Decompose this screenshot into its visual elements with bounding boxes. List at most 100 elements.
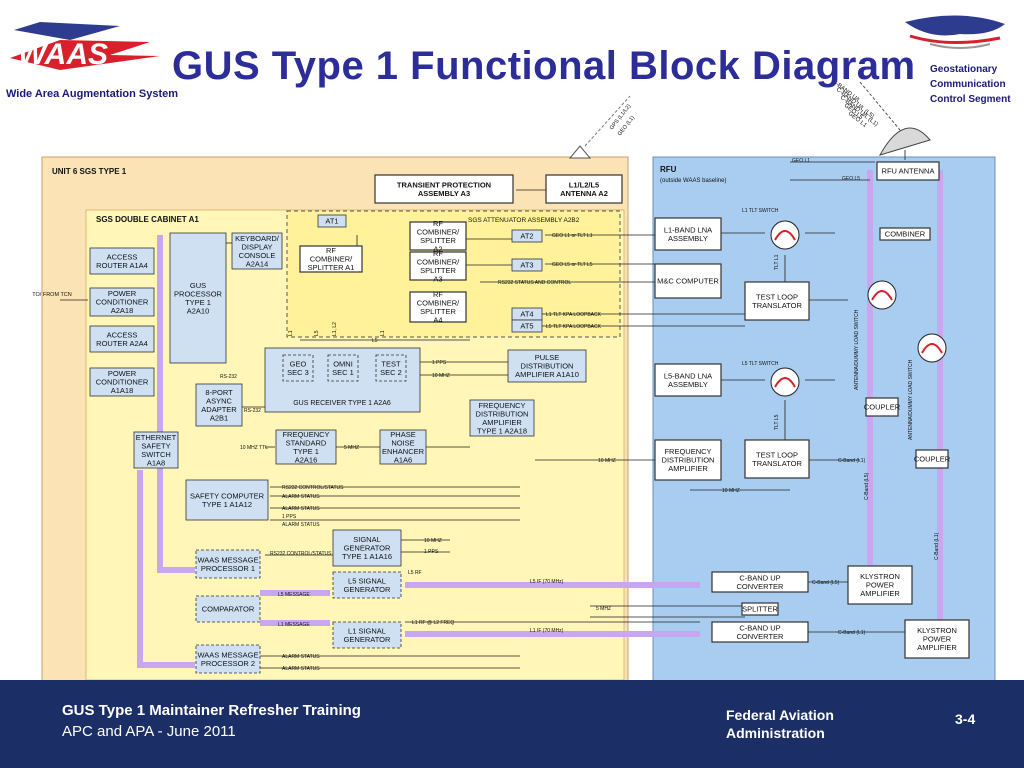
signal-label: 10 MHZ TTL: [240, 445, 268, 451]
block-label: SPLITTER A1: [308, 263, 355, 272]
block-at4: AT4: [511, 307, 543, 321]
block-label: A2A18: [111, 306, 134, 315]
block-label: AT3: [520, 261, 533, 270]
block-label: DISPLAY: [241, 242, 272, 251]
tlt-switch-2: [770, 367, 800, 397]
block-label: ENHANCER: [382, 447, 425, 456]
block-label: OMNI: [333, 359, 353, 368]
block-label: A4: [433, 315, 442, 324]
sscc-logo: [905, 15, 1005, 49]
signal-label: L5 MESSAGE: [278, 592, 310, 598]
signal-label: L1 TLT SWITCH: [742, 208, 779, 214]
block-label: CONDITIONER: [96, 298, 149, 307]
block-label: AT2: [520, 232, 533, 241]
signal-label: L5 IF (70 MHz): [530, 579, 564, 585]
faa-name: Federal Aviation Administration: [726, 706, 834, 742]
rfu-sublabel: (outside WAAS baseline): [660, 178, 726, 184]
footer-bar: [0, 680, 1024, 768]
block-label: CONDITIONER: [96, 378, 149, 387]
block-label: SIGNAL: [353, 535, 381, 544]
block-label: L5 SIGNAL: [348, 576, 386, 585]
signal-label: 5 MHZ: [596, 606, 611, 612]
block-at1: AT1: [317, 214, 347, 228]
block-label: SAFETY: [141, 441, 170, 450]
signal-label: C-Band (L5): [812, 580, 840, 586]
block-coupler-1: COUPLER: [864, 397, 901, 417]
block-label: 8-PORT: [205, 388, 233, 397]
signal-label: L5: [314, 330, 320, 336]
antenna-dummy-switch-1: [867, 280, 897, 310]
signal-label: 10 MHZ: [598, 458, 616, 464]
signal-label: C-Band (L1): [838, 458, 866, 464]
signal-label: 5 MHZ: [344, 445, 359, 451]
signal-label: L1 RF @ L2 FREQ: [412, 620, 454, 626]
signal-label: 1 PPS: [432, 360, 447, 366]
block-label: C-BAND UP: [739, 573, 780, 582]
block-label: TRANSIENT PROTECTION: [397, 180, 491, 189]
faa-name-line: Federal Aviation: [726, 707, 834, 723]
block-label: COUPLER: [914, 455, 951, 464]
signal-lines: [60, 161, 905, 669]
block-label: A2: [433, 244, 442, 253]
signal-label: L5 TLT KPA LOOPBACK: [546, 324, 602, 330]
block-label: PHASE: [390, 430, 415, 439]
signal-label: 1 PPS: [282, 514, 297, 520]
signal-label: TLT L5: [774, 414, 780, 430]
block-label: TYPE 1: [185, 298, 211, 307]
block-label: GENERATOR: [344, 585, 391, 594]
signal-label: ALARM STATUS: [282, 654, 320, 660]
block-label: COUPLER: [864, 403, 901, 412]
sscc-caption: Geostationary Communication Control Segm…: [930, 62, 1011, 107]
block-label: AMPLIFIER: [860, 589, 900, 598]
block-label: KEYBOARD/: [235, 234, 280, 243]
attenuator-label: SGS ATTENUATOR ASSEMBLY A2B2: [468, 217, 580, 224]
block-label: M&C COMPUTER: [657, 277, 719, 286]
block-label: FREQUENCY: [478, 401, 525, 410]
block-label: COMBINER: [885, 230, 926, 239]
sscc-line: Control Segment: [930, 94, 1011, 105]
block-label: L1-BAND LNA: [664, 225, 712, 234]
signal-label: GEO L1 or TLT L1: [552, 233, 593, 239]
block-label: TEST LOOP: [756, 450, 798, 459]
signal-label: RS232 STATUS AND CONTROL: [498, 280, 571, 286]
block-label: COMBINER/: [310, 255, 353, 264]
block-splitter: SPLITTER: [741, 602, 779, 616]
block-at2: AT2: [511, 229, 543, 243]
block-label: PROCESSOR 2: [201, 659, 255, 668]
unit-label: UNIT 6 SGS TYPE 1: [52, 167, 127, 176]
block-label: FREQUENCY: [282, 430, 329, 439]
signal-label: 10 MHZ: [432, 373, 450, 379]
block-label: RF: [433, 249, 443, 258]
block-comparator: COMPARATOR: [195, 595, 261, 623]
block-label: SWITCH: [141, 450, 171, 459]
signal-label: 10 MHZ: [424, 538, 442, 544]
block-label: C-BAND UP: [739, 623, 780, 632]
block-label: COMBINER/: [417, 257, 460, 266]
block-label: ASSEMBLY A3: [418, 189, 470, 198]
signal-label: L5: [372, 338, 378, 344]
block-label: AT5: [520, 322, 533, 331]
signal-label: RS232 CONTROL/STATUS: [282, 485, 344, 491]
signal-label: L1 IF (70 MHz): [530, 628, 564, 634]
block-label: DISTRIBUTION: [662, 456, 715, 465]
block-label: L1 SIGNAL: [348, 626, 386, 635]
training-subtitle: APC and APA - June 2011: [62, 723, 236, 740]
block-label: TEST: [381, 359, 401, 368]
block-label: DISTRIBUTION: [476, 409, 529, 418]
